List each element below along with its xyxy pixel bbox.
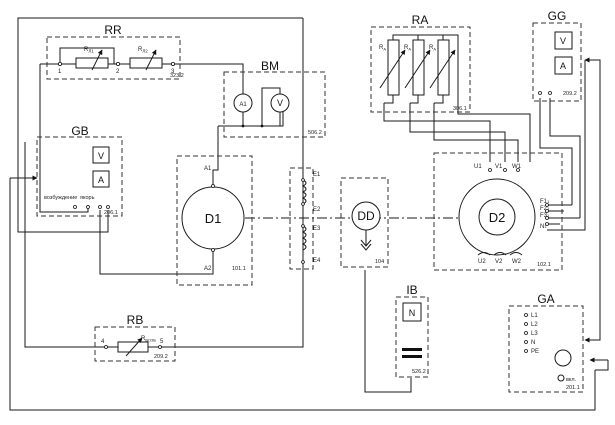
module-ib: IB N 526.2	[395, 283, 429, 378]
rr-resistor-1	[75, 57, 109, 69]
rr-r2-label: RЛ2	[138, 47, 148, 54]
ga-terminal-l1: L1	[531, 313, 538, 319]
ib-indicator	[402, 302, 422, 322]
ga-terminal-l2: L2	[531, 322, 538, 328]
module-rb: RB RВОЗБ 4 5 209.2	[94, 313, 176, 362]
ga-terminal-pe: PE	[531, 349, 539, 355]
ra-code: 306.1	[453, 106, 467, 112]
ib-plate-1	[402, 348, 422, 351]
rb-pin-4: 4	[101, 339, 105, 345]
ga-indicator-lamp	[554, 349, 572, 367]
d1-pin-e4: E4	[313, 258, 321, 264]
bm-ammeter-label: A1	[239, 102, 247, 108]
ra-r3-label: RA	[429, 45, 436, 52]
module-gg: GG V A 209.2	[532, 9, 600, 102]
module-dd: DD 104	[340, 177, 389, 268]
rb-title: RB	[127, 313, 144, 327]
d2-pin-w2: W2	[512, 259, 522, 265]
gb-voltmeter	[92, 146, 110, 164]
ra-r2-label: RA	[404, 45, 411, 52]
rb-resistor-label: RВОЗБ	[141, 336, 156, 343]
d2-pin-v1: V1	[495, 164, 503, 170]
rr-pin-1: 1	[58, 69, 62, 75]
gb-excitation-label: возбуждение	[44, 195, 77, 201]
gg-ammeter-label: A	[560, 61, 566, 71]
rr-code: 323.2	[170, 73, 184, 79]
d2-code: 102.1	[537, 262, 551, 268]
dd-title: DD	[357, 209, 375, 223]
rr-r1-label: RЛ1	[84, 47, 94, 54]
d2-title: D2	[489, 210, 506, 225]
module-d2: D2 U1 V1 W1 U2 V2 W2 F11 F21 F31 N1 102.…	[433, 152, 563, 271]
gg-voltmeter-label: V	[560, 36, 566, 46]
module-ra: RA RA RA RA 306.1	[370, 13, 471, 113]
d2-pin-w1: W1	[512, 164, 522, 170]
module-gb: GB V A возбуждение якорь 206.1	[10, 124, 123, 217]
d2-motor-rotor	[478, 198, 516, 236]
dd-code: 104	[375, 259, 384, 265]
ga-terminal-n: N	[531, 340, 535, 346]
gb-armature-label: якорь	[80, 195, 95, 201]
gg-title: GG	[548, 9, 567, 23]
ib-plate-2	[402, 355, 422, 358]
ra-r1-label: RA	[379, 45, 386, 52]
module-ga: GA L1 L2 L3 N PE вкл. 201.1	[508, 292, 608, 393]
module-rr: RR RЛ1 RЛ2 1 2 3 323.2	[40, 23, 184, 80]
d1-pin-e1: E1	[313, 172, 321, 178]
ga-power-switch[interactable]	[557, 374, 565, 382]
ra-title: RA	[412, 13, 429, 27]
ga-title: GA	[537, 292, 554, 306]
d1-field-winding: E1 E2 E3 E4	[289, 167, 321, 270]
gb-title: GB	[71, 124, 88, 138]
d1-pin-a2: A2	[204, 266, 212, 272]
d2-pin-u1: U1	[474, 164, 482, 170]
bm-title: BM	[261, 59, 279, 73]
d1-title: D1	[205, 211, 222, 226]
d1-pin-e2: E2	[313, 207, 321, 213]
gb-voltmeter-label: V	[98, 151, 104, 161]
bm-code: 506.2	[308, 130, 322, 136]
rb-resistor	[117, 341, 149, 353]
ga-code: 201.1	[566, 385, 580, 391]
d2-pin-n: N1	[540, 224, 547, 230]
gb-code: 206.1	[104, 210, 118, 216]
rr-pin-3: 3	[171, 69, 175, 75]
d2-pin-f2: F21	[540, 206, 550, 212]
gb-ammeter-label: A	[98, 175, 104, 185]
d2-pin-u2: U2	[478, 259, 486, 265]
rb-pin-5: 5	[160, 339, 164, 345]
ib-label: N	[409, 308, 416, 318]
gb-ammeter	[92, 170, 110, 188]
ib-code: 526.2	[412, 369, 426, 375]
d2-pin-f3: F31	[540, 213, 550, 219]
bm-voltmeter-label: V	[277, 98, 283, 108]
gg-code: 209.2	[563, 91, 577, 97]
ga-switch-label: вкл.	[566, 377, 577, 383]
d1-pin-a1: A1	[204, 166, 212, 172]
d1-pin-e3: E3	[313, 226, 321, 232]
bm-ammeter	[233, 93, 253, 113]
rr-pin-2: 2	[116, 69, 120, 75]
rr-resistor-2	[129, 57, 163, 69]
rb-code: 209.2	[154, 354, 168, 360]
gg-voltmeter	[554, 31, 573, 50]
d2-pin-f1: F11	[540, 199, 550, 205]
ga-terminal-l3: L3	[531, 331, 538, 337]
rr-title: RR	[104, 23, 122, 37]
gg-ammeter	[554, 56, 573, 75]
d1-code: 101.1	[232, 266, 246, 272]
d2-pin-v2: V2	[495, 259, 503, 265]
module-bm: BM A1 V 506.2	[223, 59, 326, 138]
ib-title: IB	[406, 283, 417, 297]
module-d1: D1 A1 A2 101.1	[176, 155, 253, 286]
